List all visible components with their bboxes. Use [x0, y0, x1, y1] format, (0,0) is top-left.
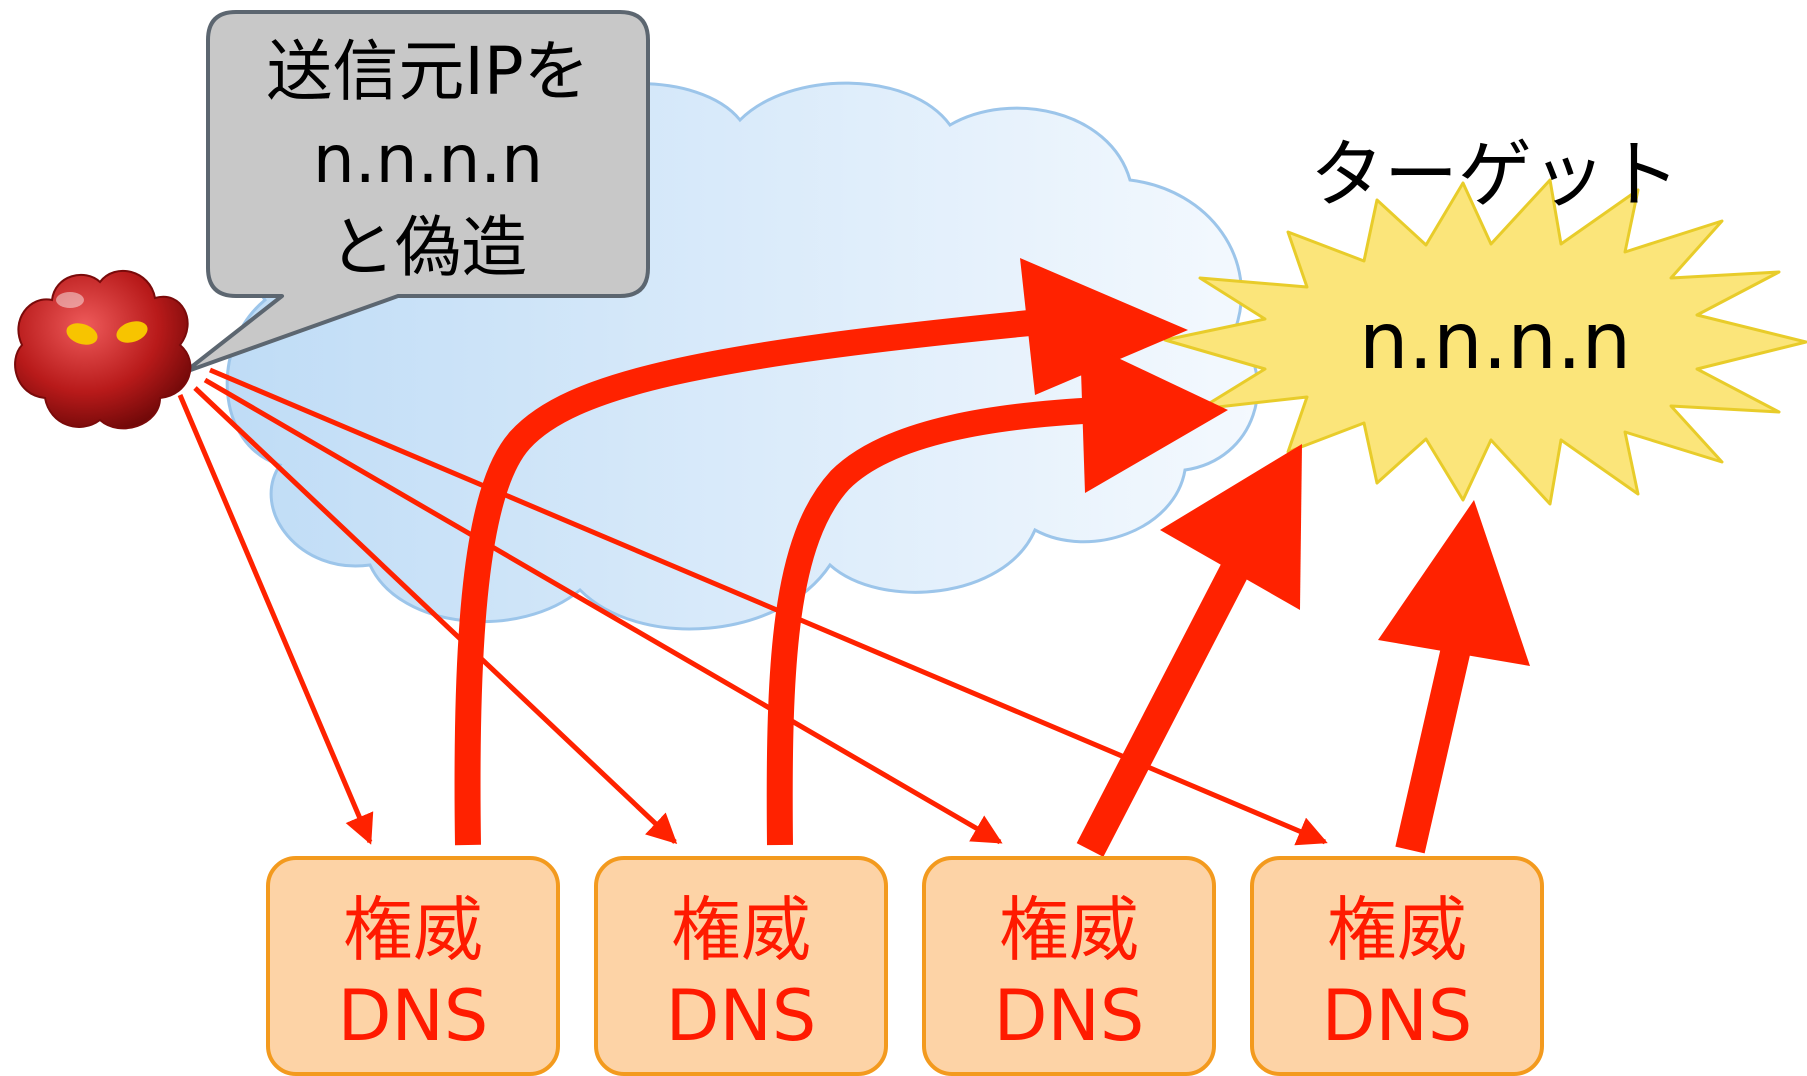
dns-server-1: 権威 DNS: [266, 856, 560, 1076]
dns-server-label-top: 権威: [1327, 889, 1467, 971]
dns-server-label-top: 権威: [343, 889, 483, 971]
attacker-blob-icon: [14, 269, 192, 430]
dns-server-label-bottom: DNS: [338, 975, 489, 1057]
dns-server-4: 権威 DNS: [1250, 856, 1544, 1076]
query-arrow-1: [177, 394, 374, 845]
response-arrow-4: [1395, 636, 1473, 854]
dns-server-label-bottom: DNS: [666, 975, 817, 1057]
response-arrow-2: [766, 397, 1101, 846]
speech-bubble: 送信元IPを n.n.n.n と偽造: [183, 10, 650, 374]
query-arrow-3: [203, 377, 1003, 845]
attacker-left-eye: [66, 323, 98, 345]
dns-server-label-top: 権威: [671, 889, 811, 971]
response-arrowhead-1: [1020, 258, 1188, 395]
response-arrow-3: [1076, 553, 1254, 857]
bubble-line-2: n.n.n.n: [313, 121, 543, 198]
query-arrow-2: [193, 386, 678, 845]
target-title: ターゲット: [1310, 132, 1680, 218]
explosion-burst-icon: [1163, 178, 1807, 506]
attacker-right-eye: [116, 321, 148, 343]
dns-server-label-top: 権威: [999, 889, 1139, 971]
dns-server-label-bottom: DNS: [994, 975, 1145, 1057]
dns-server-3: 権威 DNS: [922, 856, 1216, 1076]
response-arrowhead-4: [1378, 500, 1530, 666]
target-address: n.n.n.n: [1359, 297, 1631, 387]
dns-server-label-bottom: DNS: [1322, 975, 1473, 1057]
response-arrowhead-3: [1160, 444, 1302, 610]
amplified-arrows: [454, 258, 1530, 857]
bubble-line-3: と偽造: [329, 209, 527, 286]
dns-server-2: 権威 DNS: [594, 856, 888, 1076]
bubble-line-1: 送信元IPを: [266, 33, 589, 110]
response-arrow-1: [454, 309, 1042, 846]
response-arrowhead-2: [1080, 340, 1228, 493]
